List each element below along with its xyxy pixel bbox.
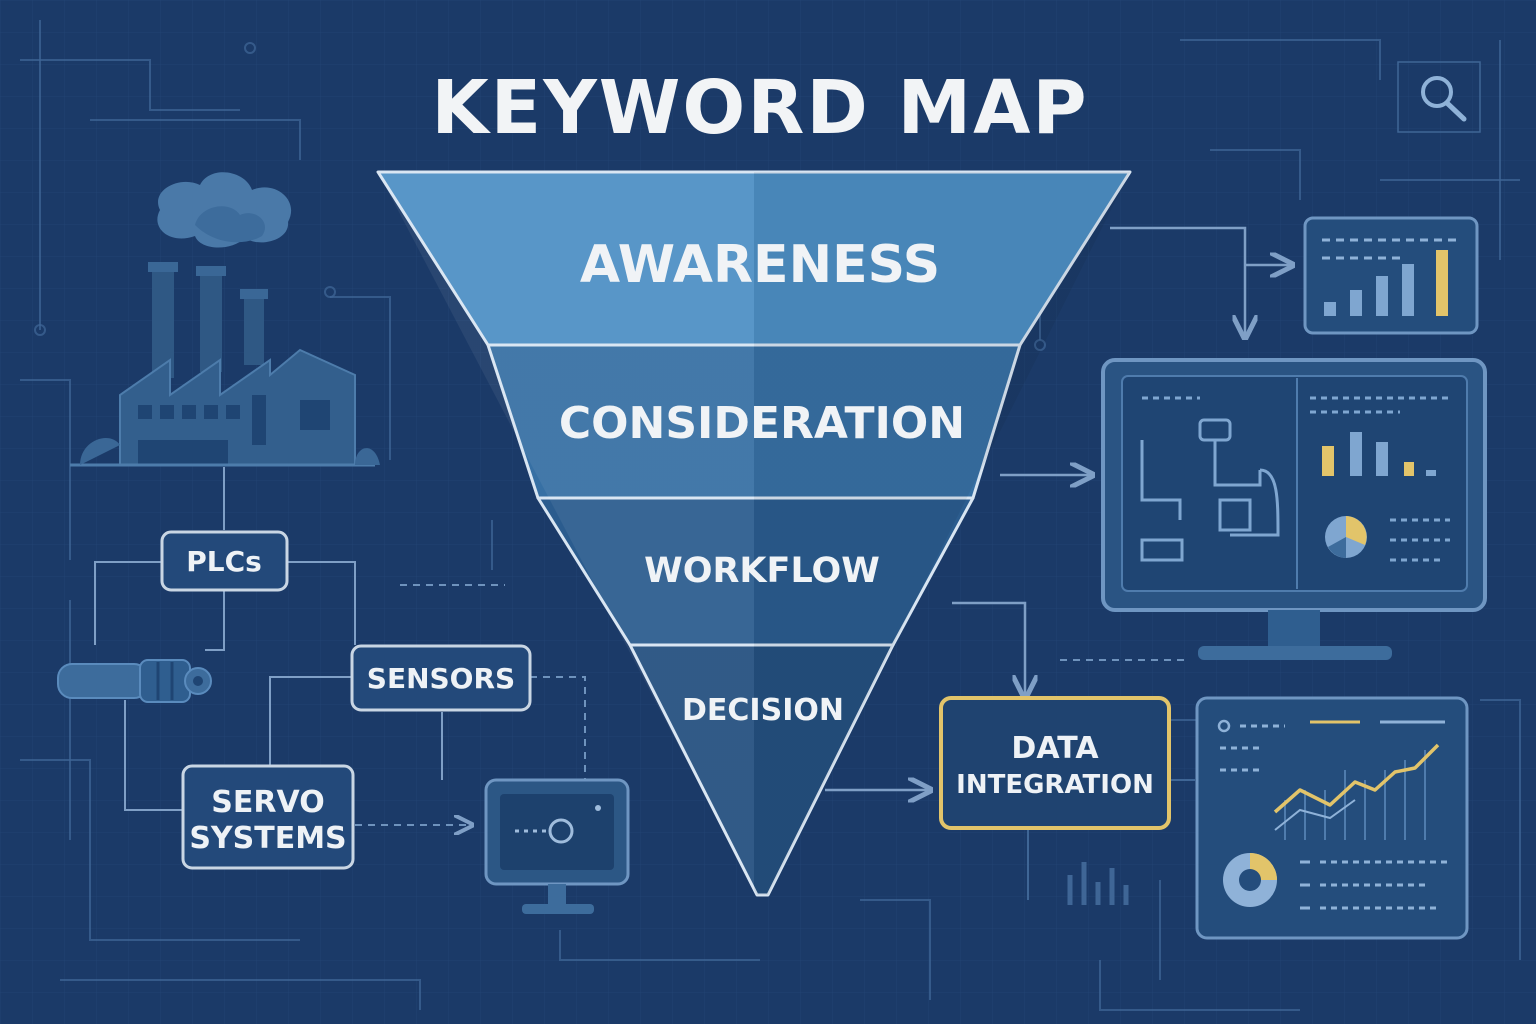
page-title: KEYWORD MAP bbox=[431, 65, 1088, 151]
servo-systems-node[interactable]: SERVO SYSTEMS bbox=[181, 764, 355, 870]
data-integration-label-line2: INTEGRATION bbox=[956, 770, 1154, 800]
left-connectors bbox=[94, 467, 586, 825]
data-integration-node[interactable]: DATA INTEGRATION bbox=[939, 696, 1171, 830]
servo-label-line2: SYSTEMS bbox=[189, 821, 346, 856]
small-monitor-icon bbox=[484, 778, 630, 914]
sensors-node[interactable]: SENSORS bbox=[350, 644, 532, 712]
funnel-label-workflow: WORKFLOW bbox=[644, 551, 880, 591]
analytics-panel-icon bbox=[1195, 696, 1469, 940]
funnel: AWARENESS CONSIDERATION WORKFLOW DECISIO… bbox=[376, 170, 1132, 897]
search-icon[interactable] bbox=[1397, 61, 1481, 133]
funnel-label-awareness: AWARENESS bbox=[580, 235, 940, 295]
right-connectors bbox=[825, 226, 1290, 900]
data-integration-label-line1: DATA bbox=[1011, 731, 1099, 766]
factory-icon bbox=[70, 172, 380, 467]
circuit-traces bbox=[20, 20, 1521, 1011]
servo-label-line1: SERVO bbox=[211, 785, 324, 820]
monitor-icon bbox=[1101, 358, 1487, 660]
funnel-label-consideration: CONSIDERATION bbox=[559, 398, 965, 449]
plcs-label: PLCs bbox=[186, 545, 262, 578]
dashboard-icon bbox=[1303, 216, 1479, 335]
sensors-label: SENSORS bbox=[367, 662, 515, 695]
plcs-node[interactable]: PLCs bbox=[160, 530, 289, 592]
bar-chart-decoration bbox=[1067, 862, 1129, 905]
cylinder-actuator-icon bbox=[57, 659, 212, 703]
funnel-label-decision: DECISION bbox=[682, 693, 844, 728]
